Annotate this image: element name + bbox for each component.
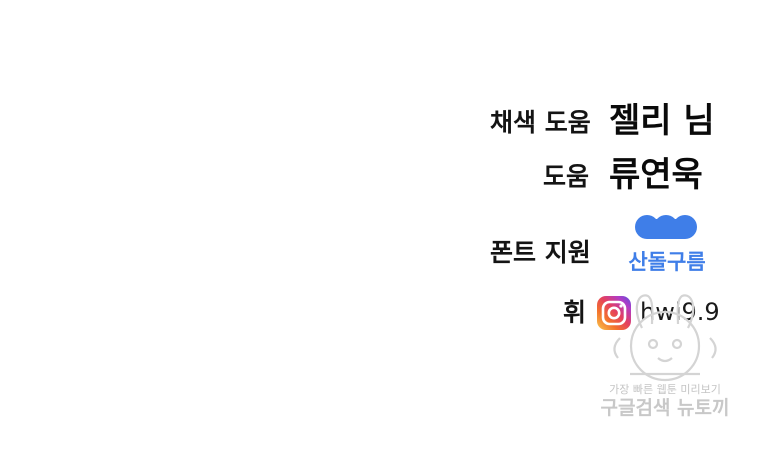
assist-name: 류연욱 [609,155,703,195]
coloring-label: 채색 도움 [490,108,591,137]
coloring-name: 젤리 님 [609,101,715,141]
font-logo: 산돌구름 [622,212,712,282]
watermark-tagline: 가장 빠른 웹툰 미리보기 [609,383,721,396]
instagram-icon [597,296,631,330]
watermark-title: 구글검색 뉴토끼 [600,397,730,419]
assist-label: 도움 [543,162,590,191]
author-label: 휘 [563,298,587,327]
author-handle: hwi9.9 [640,298,720,326]
sandoll-cloud-icon [635,215,697,239]
font-support-label: 폰트 지원 [490,238,591,267]
font-name: 산돌구름 [628,250,706,274]
